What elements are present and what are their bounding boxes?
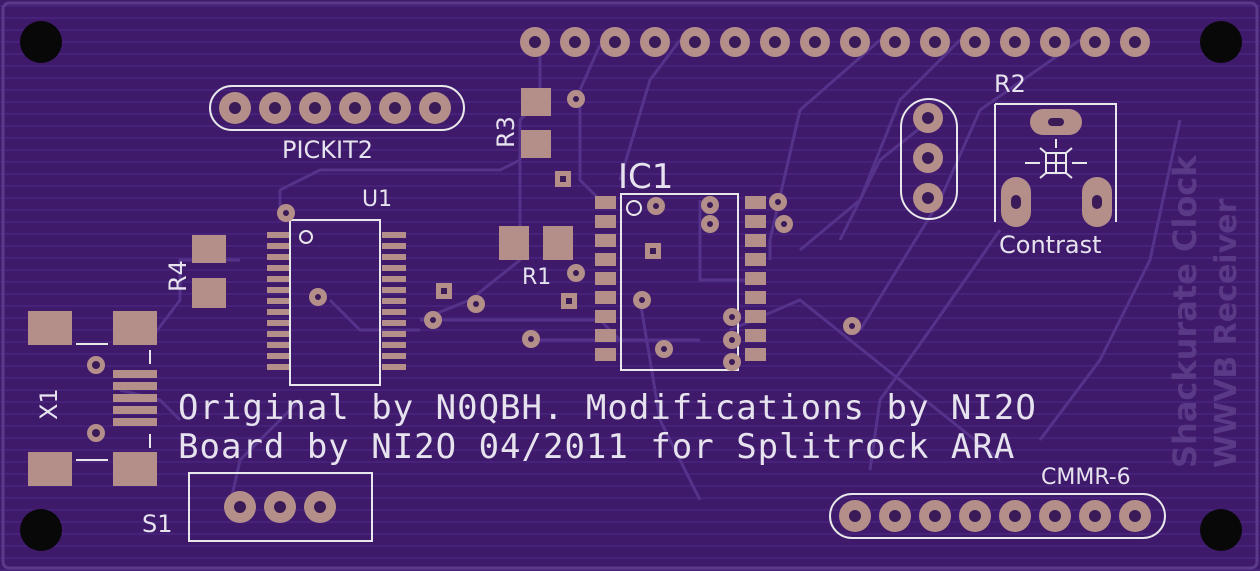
s1-label: S1 bbox=[142, 510, 173, 538]
r2-label: R2 bbox=[994, 70, 1026, 98]
u1-label: U1 bbox=[362, 187, 392, 212]
cmmr-header: CMMR-6 bbox=[829, 465, 1166, 539]
pickit-label: PICKIT2 bbox=[282, 136, 373, 164]
contrast-label: Contrast bbox=[999, 231, 1102, 259]
potentiometer-r2: R2 Contrast bbox=[994, 70, 1117, 259]
side-title: Shackurate Clock bbox=[1166, 155, 1204, 468]
lcd-header bbox=[520, 27, 1150, 57]
switch-s1: S1 bbox=[142, 472, 373, 542]
ic1-label: IC1 bbox=[618, 157, 673, 197]
r3-label: R3 bbox=[492, 116, 520, 148]
chip-ic1: IC1 bbox=[595, 157, 766, 371]
cmmr-label: CMMR-6 bbox=[1041, 465, 1131, 490]
crystal-x1: X1 bbox=[28, 311, 157, 486]
pickit-header: PICKIT2 bbox=[209, 85, 465, 164]
credits-line-2: Board by NI2O 04/2011 for Splitrock ARA bbox=[178, 427, 1015, 467]
resistor-r4: R4 bbox=[164, 235, 226, 308]
resistor-r1: R1 bbox=[499, 226, 573, 290]
x1-label: X1 bbox=[35, 388, 63, 420]
mounting-holes bbox=[20, 21, 1242, 551]
credits-line-1: Original by N0QBH. Modifications by NI2O bbox=[178, 388, 1037, 428]
r4-label: R4 bbox=[164, 260, 192, 292]
chip-u1: U1 bbox=[267, 187, 406, 386]
vias bbox=[424, 171, 861, 348]
mounting-hole-bottom-right bbox=[1200, 509, 1242, 551]
side-subtitle: WWVB Receiver bbox=[1209, 199, 1244, 468]
oval-component bbox=[900, 98, 958, 220]
mounting-hole-top-left bbox=[20, 21, 62, 63]
mounting-hole-top-right bbox=[1200, 21, 1242, 63]
r1-label: R1 bbox=[522, 265, 551, 290]
mounting-hole-bottom-left bbox=[20, 509, 62, 551]
resistor-r3: R3 bbox=[492, 88, 585, 158]
